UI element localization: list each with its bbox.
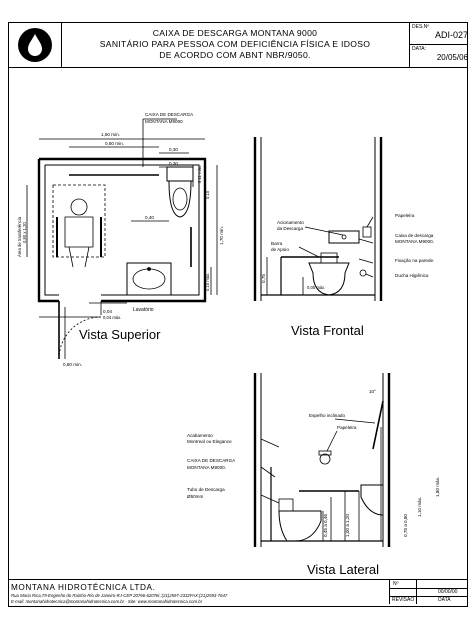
plan-lavatorio: Lavatório: [133, 307, 154, 313]
view-title-frontal: Vista Frontal: [291, 323, 364, 338]
plan-dim-080b: 0,80 min.: [63, 362, 82, 367]
company-email: E-mail: montanahidrotecnica@montanahidro…: [11, 599, 203, 604]
plan-dim-004b: 0,04 máx.: [103, 315, 121, 320]
date-label: DATA:: [412, 46, 426, 52]
plan-dim-150: 1,50 min.: [101, 132, 120, 137]
water-drop-logo-icon: [18, 28, 52, 62]
side-tubo-2: Ø50mm: [187, 494, 204, 499]
plan-dim-015: 0,15 máx.: [205, 273, 210, 291]
side-papeleira: Papeleira: [337, 425, 357, 430]
side-view: [253, 373, 391, 547]
plan-caixa-line1: CAIXA DE DESCARGA: [145, 112, 194, 117]
front-dim-005: 0,05 máx.: [307, 285, 325, 290]
side-tubo-1: Tubo de Descarga: [187, 487, 225, 492]
plan-dim-030b: 0,30: [169, 161, 178, 166]
view-title-superior: Vista Superior: [79, 327, 161, 342]
des-label: DES.Nº: [412, 24, 430, 30]
plan-view: [26, 118, 218, 360]
side-acab-2: Montreal ou Elegance: [187, 439, 232, 444]
side-dim-180: 1,80 máx.: [435, 477, 440, 497]
front-acionamento-1: Acionamento: [277, 220, 304, 225]
plan-dim-040: 0,40: [145, 215, 154, 220]
revision-box: Nº 00/00/00 REVISÃO DATA: [389, 580, 468, 604]
revision-label: REVISÃO: [392, 597, 415, 603]
side-dim-078: 0,78 a 0,80: [403, 514, 408, 537]
side-acab-1: Acabamento: [187, 433, 213, 438]
plan-dim-004a: 0,04: [103, 309, 112, 314]
view-title-lateral: Vista Lateral: [307, 562, 379, 577]
front-ducha: Ducha Higiênica: [395, 273, 429, 278]
plan-dim-170: 1,70 min.: [219, 226, 224, 245]
plan-caixa-line2: MONTANA M9000: [145, 119, 183, 124]
footer-block: MONTANA HIDROTÉCNICA LTDA. Rua Maria Ric…: [9, 579, 468, 606]
front-fixacao: Fixação na parede.: [395, 258, 434, 263]
front-dim-075: 0,75: [261, 274, 266, 283]
side-dim-110: 1,10 máx.: [417, 497, 422, 517]
drawing-title: CAIXA DE DESCARGA MONTANA 9000 SANITÁRIO…: [61, 23, 409, 67]
side-caixa-1: CAIXA DE DESCARGA: [187, 458, 236, 463]
front-caixa-1: Caixa de descarga: [395, 233, 434, 238]
plan-dim-011: 0,11 máx.: [197, 165, 202, 183]
company-name: MONTANA HIDROTÉCNICA LTDA.: [11, 583, 156, 592]
drawing-area: Vista Superior Vista Frontal Vista Later…: [9, 67, 469, 591]
side-espelho: Espelho inclinado: [309, 413, 345, 418]
plan-dim-030a: 0,30: [169, 147, 178, 152]
revision-date-label: DATA: [438, 597, 451, 603]
side-dim-045: 0,45 a 0,46: [323, 514, 328, 537]
technical-drawing: Vista Superior Vista Frontal Vista Later…: [17, 112, 440, 577]
plan-area-line2: 0,80 x 1,20: [22, 222, 27, 243]
plan-area-line1: Área de transferência: [17, 216, 22, 257]
front-barra-1: Barra: [271, 241, 283, 246]
revision-no-value: 00/00/00: [438, 589, 458, 595]
company-address: Rua Maria Rica,79-Engenho do Rainho-Rio …: [11, 593, 228, 598]
front-barra-2: de Apoio: [271, 247, 289, 252]
title-line-2: SANITÁRIO PARA PESSOA COM DEFICIÊNCIA FÍ…: [99, 39, 371, 49]
title-line-3: DE ACORDO COM ABNT NBR/9050.: [159, 50, 311, 60]
front-caixa-2: MONTANA M9000.: [395, 239, 434, 244]
revision-no-label: Nº: [393, 581, 399, 587]
date-value: 20/05/06: [436, 53, 468, 62]
drawing-meta: DES.Nº ADI-027 DATA: 20/05/06: [409, 23, 468, 67]
plan-dim-010: 0,10: [205, 190, 210, 199]
front-acionamento-2: da Descarga: [277, 226, 303, 231]
drawing-sheet: CAIXA DE DESCARGA MONTANA 9000 SANITÁRIO…: [8, 22, 468, 607]
plan-dim-080a: 0,80 min.: [105, 141, 124, 146]
front-view: [253, 137, 383, 301]
side-angle: 10°: [369, 389, 376, 394]
des-value: ADI-027: [434, 30, 468, 40]
title-line-1: CAIXA DE DESCARGA MONTANA 9000: [152, 28, 318, 38]
side-dim-100: 1,00 a 1,20: [345, 514, 350, 537]
front-papeleira: Papeleira: [395, 213, 415, 218]
side-caixa-2: MONTANA M9000.: [187, 465, 226, 470]
title-block: CAIXA DE DESCARGA MONTANA 9000 SANITÁRIO…: [9, 23, 468, 68]
logo: [9, 23, 62, 67]
